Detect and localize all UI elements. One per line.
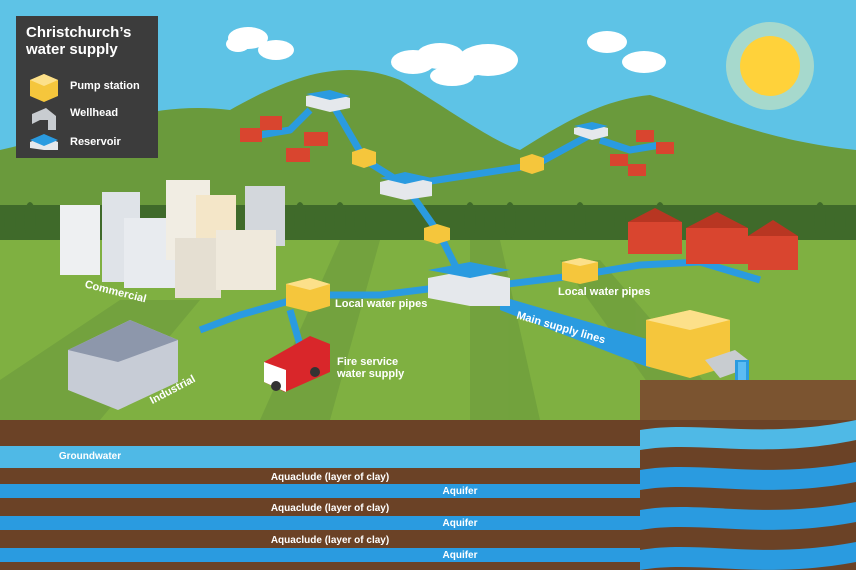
pump-station-icon: [352, 148, 376, 168]
pump-station-icon: [30, 74, 58, 102]
legend-item-pump-station: Pump station: [70, 80, 140, 92]
legend-title-line1: Christchurch’s: [26, 24, 132, 41]
industrial-buildings: [68, 320, 178, 410]
label-local-pipes-right: Local water pipes: [558, 286, 651, 298]
reservoir-icon: [30, 134, 58, 150]
strata-aquiclude-1: Aquaclude (layer of clay): [270, 472, 390, 483]
strata-aquifer-3: Aquifer: [442, 550, 478, 561]
label-local-pipes-left: Local water pipes: [335, 298, 428, 310]
houses: [240, 116, 798, 270]
fire-truck-icon: [264, 336, 330, 392]
reservoir-icon: [306, 90, 350, 112]
pump-station-icon: [520, 154, 544, 174]
legend-title-line2: water supply: [26, 41, 118, 58]
commercial-buildings: [60, 180, 285, 298]
underground-strata: [0, 380, 856, 570]
label-fire-service: Fire service water supply: [337, 356, 404, 380]
legend-icons: [30, 74, 58, 150]
label-fire-line2: water supply: [337, 368, 405, 380]
strata-aquiclude-3: Aquaclude (layer of clay): [270, 535, 390, 546]
pump-station-icon: [286, 278, 330, 312]
sun-icon: [726, 22, 814, 110]
reservoir-icon: [428, 262, 510, 306]
label-fire-line1: Fire service: [337, 356, 399, 368]
legend-item-reservoir: Reservoir: [70, 136, 121, 148]
main-supply-pipe: [500, 296, 650, 368]
strata-aquiclude-2: Aquaclude (layer of clay): [270, 503, 390, 514]
pump-station-icon: [424, 224, 450, 244]
wellhead-icon: [32, 108, 56, 130]
strata-groundwater: Groundwater: [58, 451, 122, 462]
legend-title: Christchurch’s water supply: [26, 24, 131, 58]
strata-aquifer-1: Aquifer: [442, 486, 478, 497]
legend-item-wellhead: Wellhead: [70, 107, 119, 119]
strata-aquifer-2: Aquifer: [442, 518, 478, 529]
reservoir-icon: [380, 172, 432, 200]
pump-station-icon: [562, 258, 598, 284]
reservoir-icon: [574, 122, 608, 140]
clouds: [226, 27, 666, 86]
legend-panel: Christchurch’s water supply Pump station…: [16, 16, 158, 158]
